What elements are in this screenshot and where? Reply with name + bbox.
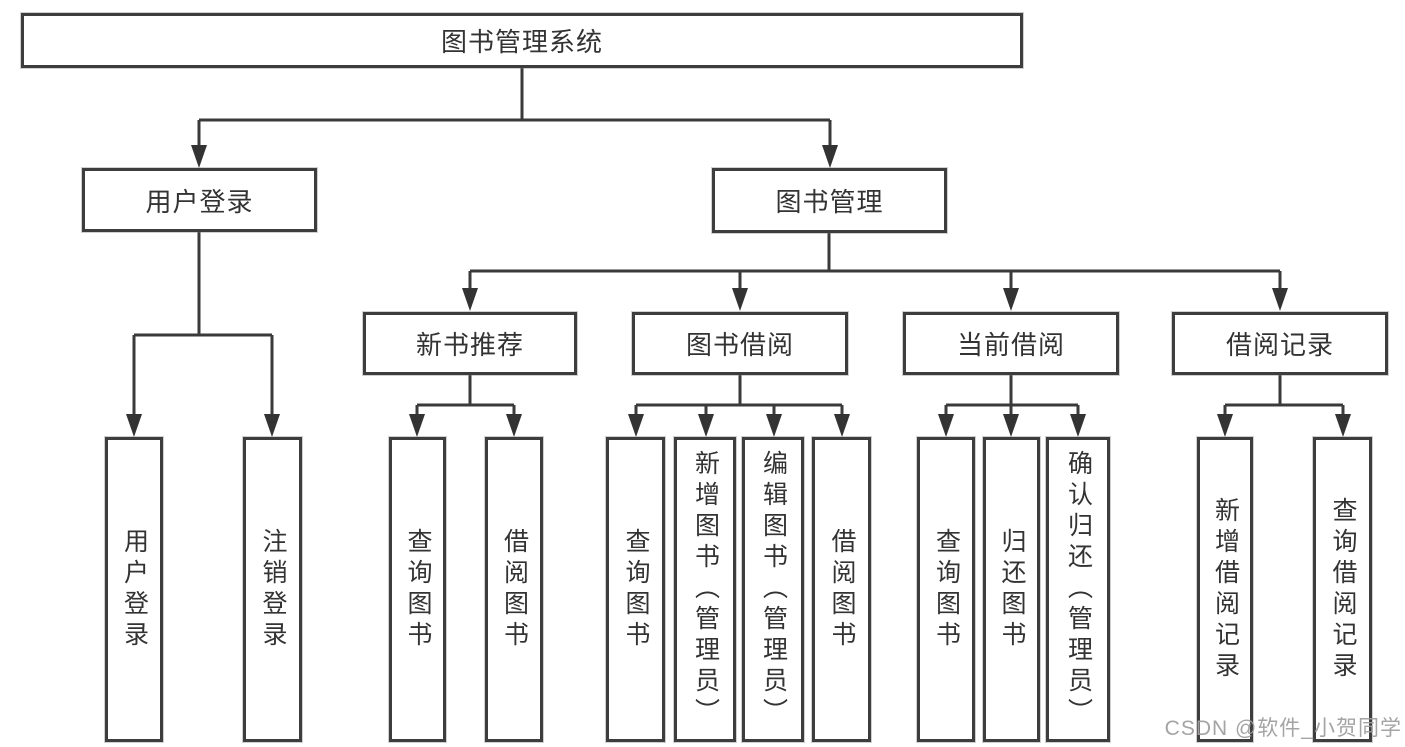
leaf-return-books: 归还图书 [983, 437, 1040, 742]
node-label: 确认归还（管理员） [1064, 450, 1093, 729]
node-label: 图书管理 [775, 187, 884, 217]
leaf-add-borrow-record: 新增借阅记录 [1197, 437, 1253, 742]
node-system-root: 图书管理系统 [21, 13, 1023, 68]
node-book-management-branch: 图书管理 [712, 168, 947, 233]
leaf-query-books-borrow: 查询图书 [606, 437, 665, 742]
leaf-edit-books-admin: 编辑图书（管理员） [742, 437, 804, 742]
node-label: 借阅图书 [828, 527, 856, 652]
node-book-borrowing: 图书借阅 [632, 312, 848, 375]
node-label: 新增借阅记录 [1211, 496, 1240, 683]
leaf-query-borrow-record: 查询借阅记录 [1313, 437, 1372, 742]
leaf-logout: 注销登录 [243, 437, 302, 742]
leaf-add-books-admin: 新增图书（管理员） [674, 437, 736, 742]
leaf-borrow-books: 借阅图书 [812, 437, 871, 742]
node-label: 编辑图书（管理员） [759, 450, 788, 729]
node-user-login-branch: 用户登录 [82, 168, 317, 232]
node-label: 查询图书 [404, 527, 432, 652]
node-current-borrowing: 当前借阅 [903, 312, 1119, 375]
node-label: 图书借阅 [685, 330, 794, 360]
node-label: 新增图书（管理员） [691, 450, 720, 729]
node-label: 借阅图书 [500, 527, 529, 652]
node-label: 用户登录 [145, 186, 254, 217]
leaf-query-books-recommend: 查询图书 [389, 437, 446, 742]
node-label: 新书推荐 [415, 330, 524, 360]
node-label: 查询借阅记录 [1329, 496, 1357, 683]
leaf-user-login: 用户登录 [105, 437, 163, 742]
csdn-watermark: CSDN @软件_小贺同学 [1164, 717, 1402, 740]
node-label: 借阅记录 [1225, 330, 1334, 360]
leaf-borrow-books-recommend: 借阅图书 [485, 437, 543, 742]
leaf-confirm-return-admin: 确认归还（管理员） [1046, 437, 1110, 742]
node-label: 注销登录 [259, 527, 287, 652]
node-label: 用户登录 [120, 527, 149, 652]
leaf-query-books-current: 查询图书 [917, 437, 975, 742]
node-label: 查询图书 [932, 527, 961, 652]
node-label: 查询图书 [622, 527, 650, 652]
node-label: 归还图书 [998, 527, 1026, 652]
node-label: 当前借阅 [956, 330, 1065, 360]
node-borrowing-records: 借阅记录 [1172, 312, 1388, 375]
node-label: 图书管理系统 [440, 27, 603, 57]
node-new-book-recommend: 新书推荐 [363, 312, 577, 375]
